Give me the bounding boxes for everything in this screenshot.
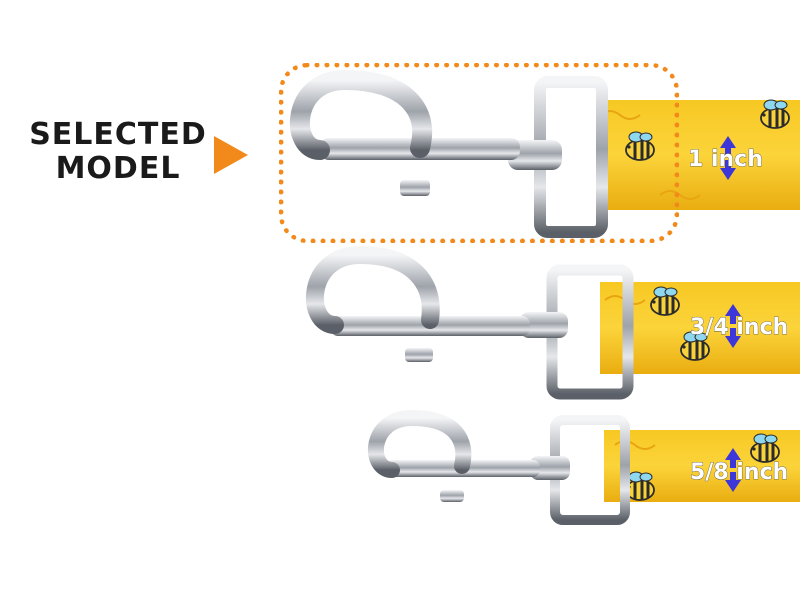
size-label-3: 5/8 inch <box>690 460 788 485</box>
clip-5-8-inch <box>368 409 800 525</box>
selected-label-line1: SELECTED <box>29 117 207 152</box>
clip-1-inch <box>290 69 800 238</box>
pointer-arrow-icon <box>214 136 248 174</box>
size-label-2: 3/4 inch <box>690 315 788 340</box>
clip-3-4-inch <box>306 245 800 400</box>
size-label-1: 1 inch <box>688 147 763 172</box>
selected-model-frame <box>279 63 679 243</box>
selected-label-line2: MODEL <box>55 150 181 186</box>
selected-model-label: SELECTED MODEL <box>28 118 208 185</box>
